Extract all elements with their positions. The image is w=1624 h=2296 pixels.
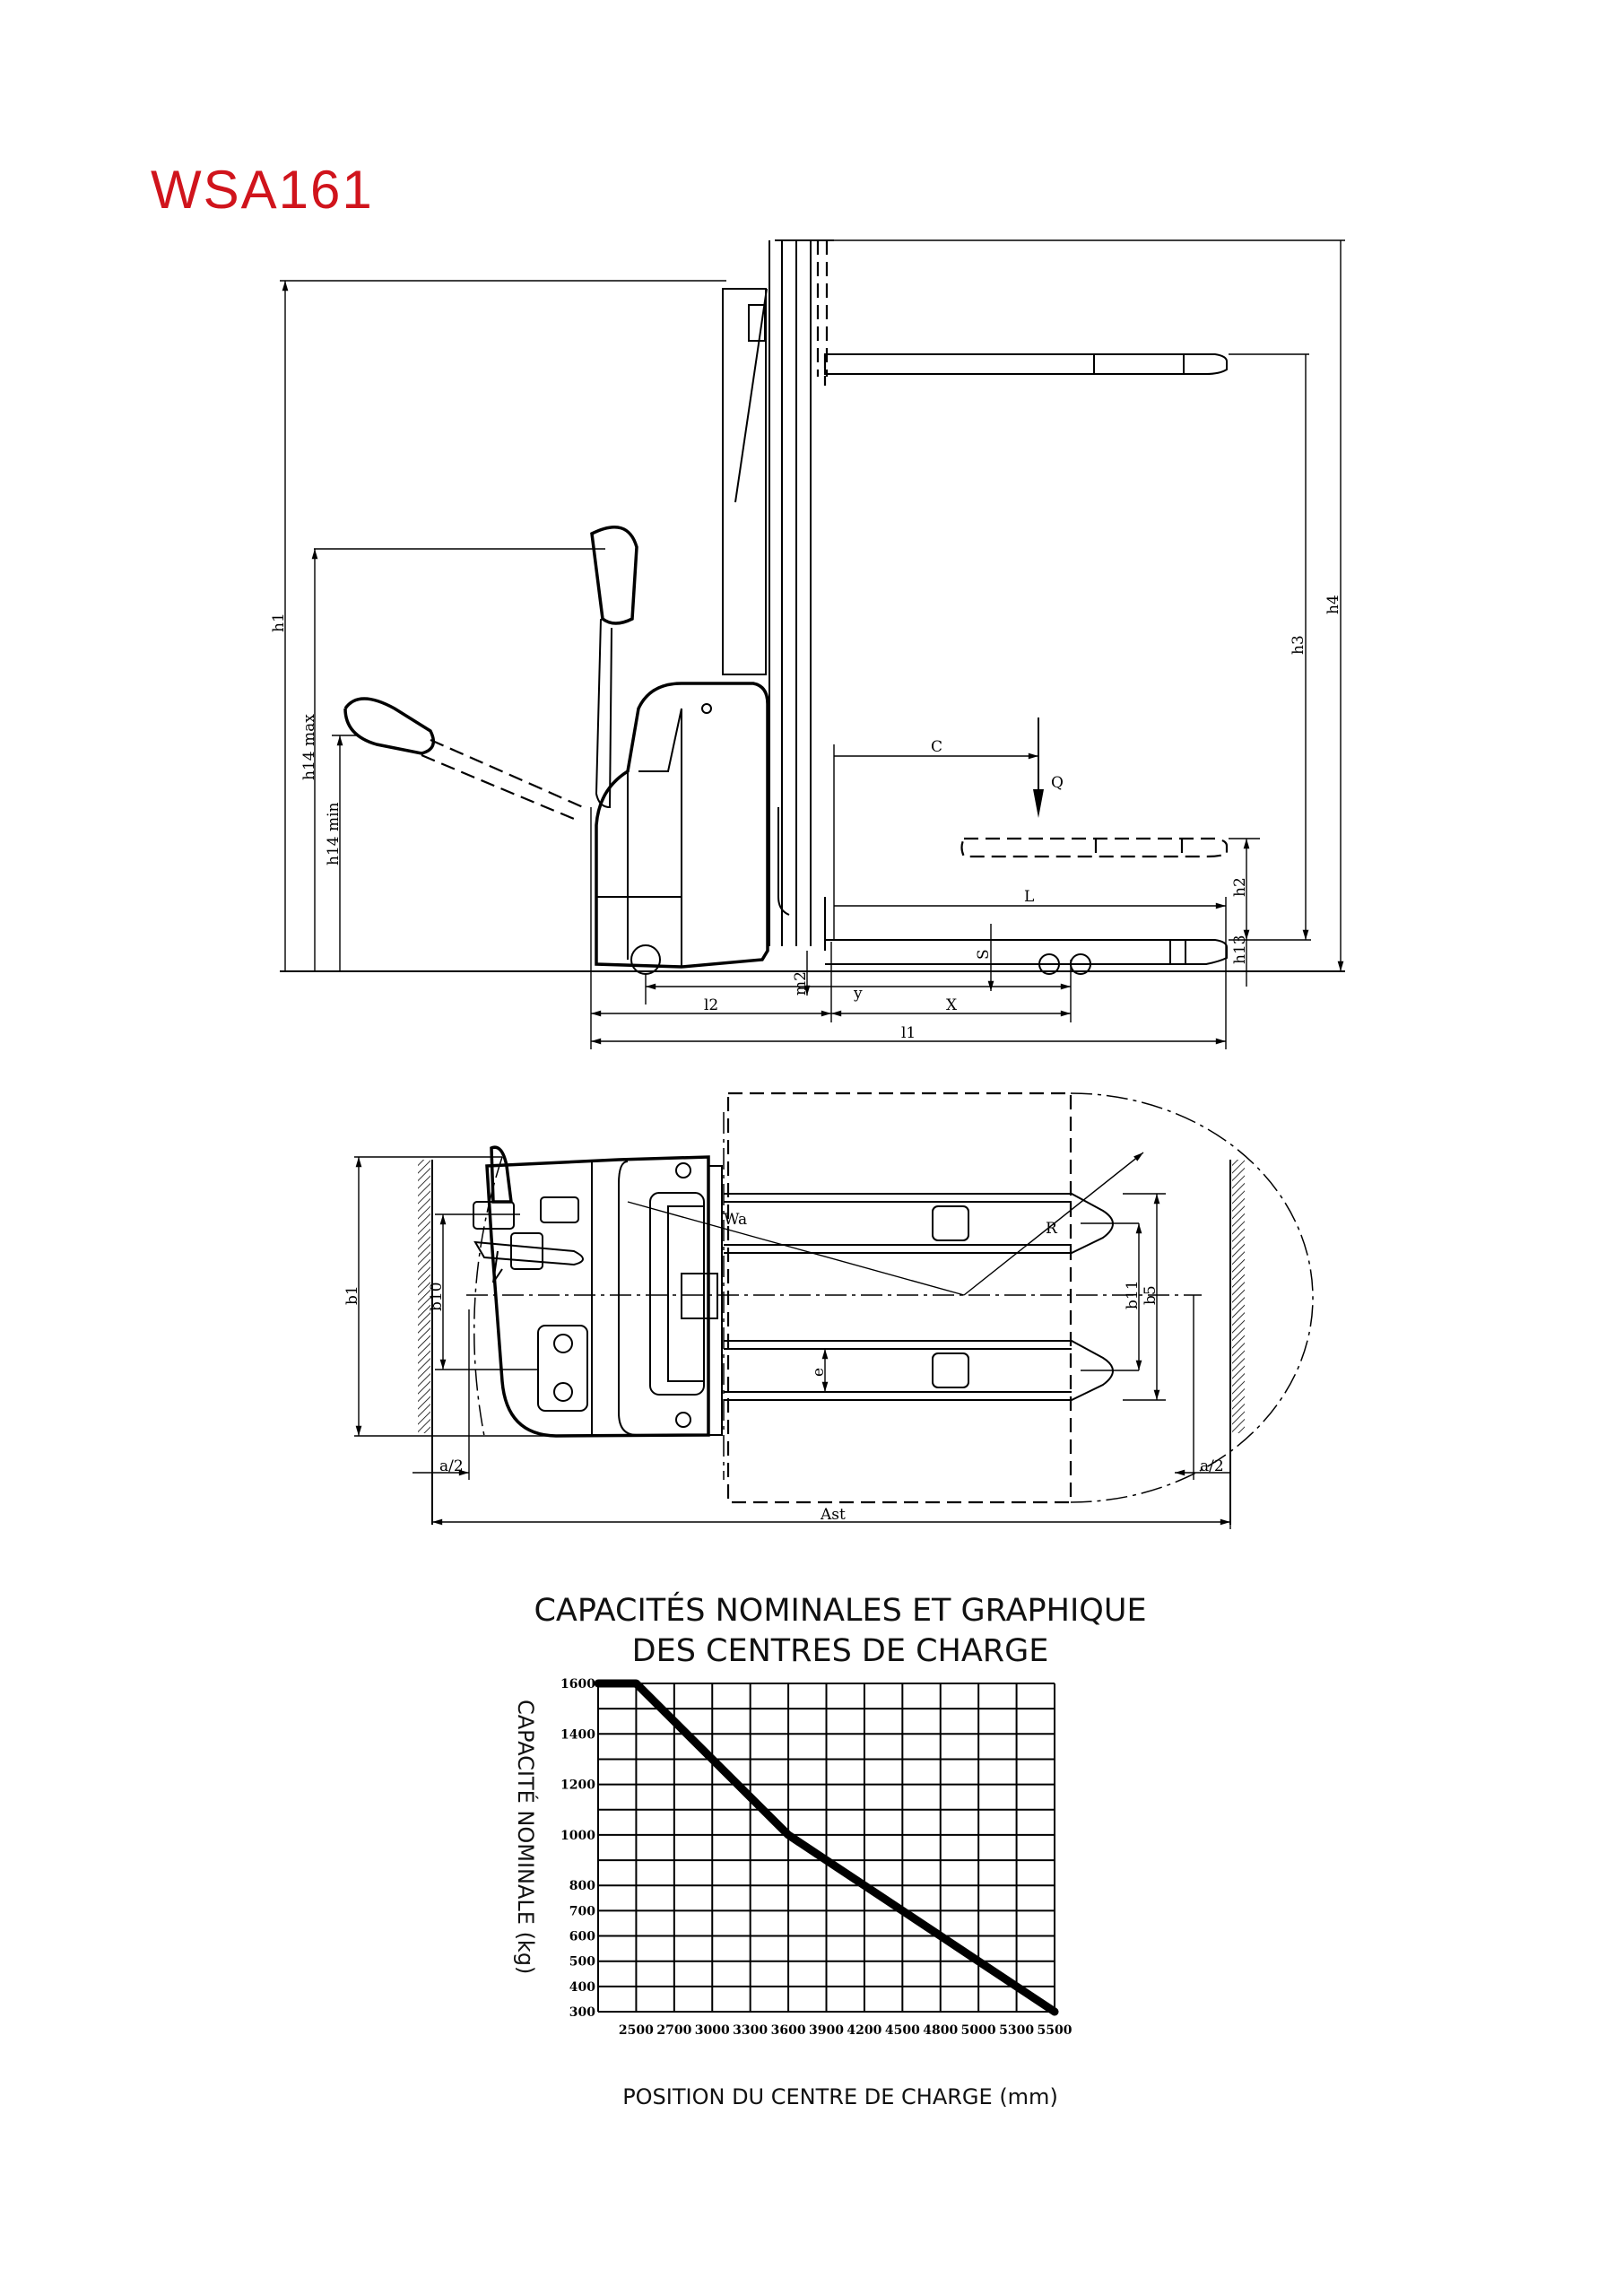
dim-h14max: h14 max [300,714,318,780]
x-tick-label: 3000 [695,2023,730,2038]
y-tick-label: 400 [569,1980,595,1995]
y-axis-label: CAPACITÉ NOMINALE (kg) [513,1700,539,1974]
load-outline [726,1091,1073,1504]
dim-Wa: Wa [724,1211,747,1229]
mast [722,239,834,946]
dim-X: X [946,996,958,1014]
truck-body [595,682,790,975]
y-tick-label: 500 [569,1955,595,1970]
dim-h13: h13 [1231,935,1249,964]
forks-top [724,1193,1114,1401]
x-tick-label: 3600 [771,2023,806,2038]
chart-title-line-2: DES CENTRES DE CHARGE [632,1633,1049,1669]
dim-h14min: h14 min [325,802,343,865]
y-tick-label: 600 [569,1930,595,1944]
dim-h4: h4 [1324,595,1342,614]
dim-R: R [1046,1220,1058,1238]
fork-lowered [825,939,1228,965]
side-view: h1 h14 max h14 min h3 h4 h2 h13 C Q L S … [270,239,1345,1049]
wall-left [418,1160,430,1433]
fork-dashed [960,837,1229,858]
y-tick-label: 1400 [560,1727,595,1742]
model-title: WSA161 [151,160,374,220]
wall-right [1232,1160,1245,1433]
turning-arc [1070,1092,1314,1503]
dim-Ast: Ast [820,1506,846,1524]
dim-y: y [853,985,863,1003]
x-tick-label: 4200 [847,2023,881,2038]
tiller-lowered [332,697,584,822]
dim-l2: l2 [704,996,718,1014]
y-axis-ticks: 1600 1400 1200 1000 800 700 600 500 400 300 [560,1677,595,2020]
dim-C: C [931,738,942,756]
dim-b1: b1 [343,1285,361,1305]
dim-a2-left: a/2 [439,1457,464,1475]
dim-b5: b5 [1142,1285,1159,1305]
load-chart: CAPACITÉS NOMINALES ET GRAPHIQUE DES CEN… [513,1591,1147,2109]
dim-S: S [975,949,993,960]
chart-title-line-1: CAPACITÉS NOMINALES ET GRAPHIQUE [534,1591,1146,1629]
chassis-top [473,1145,723,1438]
top-view: b1 b10 b11 b5 e Wa R a/2 a/2 Ast [343,1091,1314,1529]
x-tick-label: 2500 [619,2023,654,2038]
dim-h2: h2 [1231,877,1249,897]
y-tick-label: 1000 [560,1829,595,1843]
dim-a2-right: a/2 [1200,1457,1224,1475]
x-tick-label: 2700 [656,2023,691,2038]
dim-h1: h1 [270,613,288,632]
dim-b11: b11 [1124,1280,1142,1309]
x-tick-label: 5300 [999,2023,1034,2038]
tiller-upright [314,526,638,809]
dim-Q: Q [1051,774,1064,792]
x-tick-label: 5000 [961,2023,996,2038]
y-tick-label: 800 [569,1879,595,1893]
x-tick-label: 3900 [809,2023,844,2038]
y-tick-label: 1200 [560,1779,595,1793]
x-tick-label: 3300 [733,2023,768,2038]
dim-b10: b10 [428,1282,446,1311]
x-tick-label: 5500 [1038,2023,1073,2038]
y-tick-label: 1600 [560,1677,595,1692]
dim-L: L [1024,888,1034,906]
dim-e: e [810,1368,828,1377]
x-tick-label: 4800 [923,2023,958,2038]
dim-l1: l1 [901,1024,916,1042]
series-line-capacity [594,1679,1059,2016]
x-axis-label: POSITION DU CENTRE DE CHARGE (mm) [622,2084,1058,2109]
dim-m2: m2 [792,971,810,996]
x-tick-label: 4500 [885,2023,920,2038]
dim-h3: h3 [1290,635,1307,655]
y-tick-label: 700 [569,1904,595,1918]
y-tick-label: 300 [569,2005,595,2020]
fork-raised [824,353,1228,375]
